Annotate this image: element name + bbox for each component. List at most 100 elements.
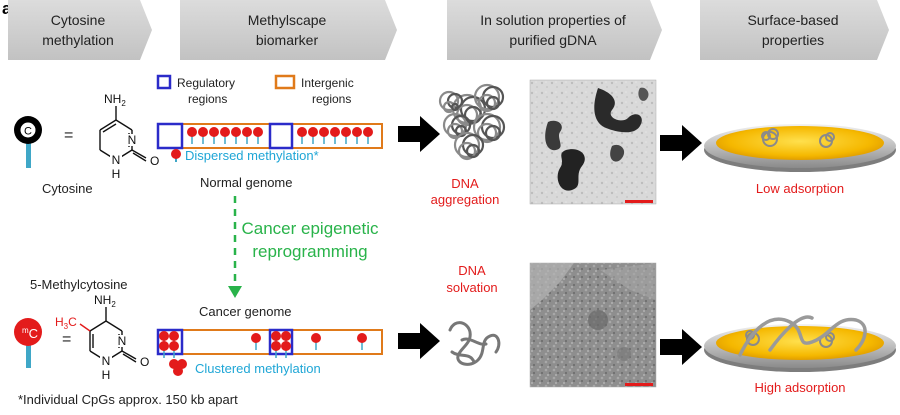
arrow-normal-to-surface <box>660 125 702 161</box>
methyl-pin <box>281 341 291 358</box>
header-step-1-line1: Cytosine <box>51 12 106 28</box>
methyl-pin <box>330 127 340 144</box>
methyl-pin <box>308 127 318 144</box>
cytosine-equals: = <box>64 127 73 144</box>
low-adsorption-label: Low adsorption <box>756 181 844 196</box>
dna-coil <box>477 93 497 113</box>
clustered-methyl-icon <box>169 359 187 376</box>
methylcytosine-n: N <box>118 334 127 348</box>
micrograph-normal <box>529 79 657 205</box>
methyl-pin <box>352 127 362 144</box>
methyl-pin <box>187 127 197 144</box>
dna-coil <box>480 114 506 140</box>
header-step-3-line2: purified gDNA <box>509 32 597 48</box>
dna-coil <box>472 112 502 142</box>
methyl-pin <box>363 127 373 144</box>
legend: Regulatory regions Intergenic regions <box>156 74 354 106</box>
micrograph-cancer <box>529 262 657 388</box>
cytosine-n2: N <box>112 153 121 167</box>
solution-normal-line1: DNA <box>451 176 479 191</box>
scale-bar-cancer <box>625 383 653 386</box>
cytosine-h: H <box>112 167 121 181</box>
cytosine-symbol-letter: C <box>24 126 32 138</box>
header-step-2-line2: biomarker <box>256 32 319 48</box>
legend-intergenic-swatch <box>274 74 296 90</box>
solution-cancer-line1: DNA <box>458 263 486 278</box>
dna-coil <box>485 95 501 111</box>
arrow-cancer-to-solution <box>398 323 440 359</box>
header-step-1-line2: methylation <box>42 32 114 48</box>
surface-dish-high <box>704 315 896 372</box>
legend-intergenic-line1: Intergenic <box>301 76 354 90</box>
cytosine-o: O <box>150 154 159 168</box>
cytosine-nh2: NH2 <box>104 92 126 108</box>
normal-methyl-pins <box>187 127 373 144</box>
methyl-pin <box>220 127 230 144</box>
dna-coil <box>484 124 502 142</box>
dna-coil <box>454 124 468 138</box>
arrow-cancer-to-surface <box>660 329 702 365</box>
cancer-genome-bar <box>156 328 383 356</box>
solution-normal-line2: aggregation <box>431 192 500 207</box>
dispersed-methyl-pin-icon <box>171 149 181 162</box>
methyl-pin <box>297 127 307 144</box>
methylcytosine-symbol-letter: mC <box>22 326 38 341</box>
cytosine-structure <box>99 106 147 162</box>
methyl-pin <box>251 333 261 350</box>
legend-regulatory-line2: regions <box>188 92 227 106</box>
methyl-pin <box>253 127 263 144</box>
methyl-pin <box>271 341 281 358</box>
methyl-pin <box>231 127 241 144</box>
normal-genome-label: Normal genome <box>200 175 293 190</box>
header-step-3: In solution properties of purified gDNA <box>447 0 662 60</box>
dna-coil <box>476 122 498 144</box>
surface-dish-low <box>704 124 896 172</box>
dna-coil <box>453 131 481 159</box>
methyl-pin <box>159 341 169 358</box>
dna-solvated-illustration <box>448 321 501 366</box>
dna-coil <box>438 90 460 112</box>
cytosine-name: Cytosine <box>42 181 93 196</box>
methylcytosine-name: 5-Methylcytosine <box>30 277 128 292</box>
methyl-pin <box>357 333 367 350</box>
legend-regulatory-line1: Regulatory <box>177 76 235 90</box>
panel-label: a <box>2 0 12 18</box>
methyl-pin <box>311 333 321 350</box>
cytosine-n: N <box>128 133 137 147</box>
dna-coil <box>442 112 468 138</box>
scale-bar-normal <box>625 200 653 203</box>
solution-cancer-line2: solvation <box>446 280 497 295</box>
dna-coil <box>457 141 477 161</box>
methylcytosine-nh2: NH2 <box>94 293 116 309</box>
transition-label-line2: reprogramming <box>252 242 367 261</box>
dna-aggregate-illustration <box>438 83 506 161</box>
methyl-pin <box>209 127 219 144</box>
header-step-3-line1: In solution properties of <box>480 12 626 28</box>
header-step-2: Methylscape biomarker <box>180 0 397 60</box>
clustered-methylation-label: Clustered methylation <box>195 361 321 376</box>
methyl-pin <box>319 127 329 144</box>
header-step-4: Surface-based properties <box>700 0 889 60</box>
dna-coil <box>450 102 460 112</box>
methyl-pin <box>198 127 208 144</box>
cancer-genome-label: Cancer genome <box>199 304 292 319</box>
legend-regulatory-swatch <box>156 74 172 90</box>
dna-coil <box>465 143 481 159</box>
methylcytosine-h3c: H3C <box>55 315 77 331</box>
cytosine-symbol: C <box>14 116 42 168</box>
methylcytosine-symbol: mC <box>14 318 42 368</box>
methyl-pin <box>242 127 252 144</box>
methylcytosine-n2: N <box>102 354 111 368</box>
dna-coil <box>446 122 464 140</box>
methyl-pin <box>169 341 179 358</box>
methylcytosine-h: H <box>102 368 111 382</box>
cancer-methyl-pins <box>159 331 367 358</box>
methylcytosine-equals: = <box>62 331 71 348</box>
methylcytosine-o: O <box>140 355 149 369</box>
arrow-normal-to-solution <box>398 116 440 152</box>
footnote: *Individual CpGs approx. 150 kb apart <box>18 392 238 407</box>
high-adsorption-label: High adsorption <box>754 380 845 395</box>
legend-intergenic-line2: regions <box>312 92 351 106</box>
header-step-4-line2: properties <box>762 32 824 48</box>
header-step-2-line1: Methylscape <box>248 12 327 28</box>
